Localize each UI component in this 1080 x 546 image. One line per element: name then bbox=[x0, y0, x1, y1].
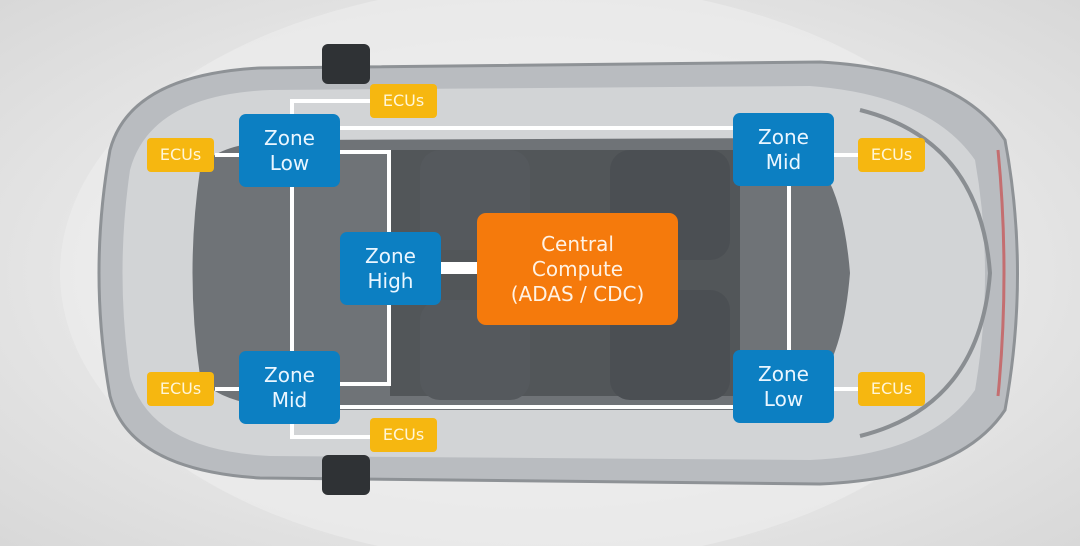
ecu-label: ECUs bbox=[159, 145, 202, 164]
zone-mid-front-right: Zone Mid bbox=[239, 351, 340, 424]
zone-high: Zone High bbox=[340, 232, 441, 305]
zone-level: Mid bbox=[271, 387, 308, 412]
central-subtitle: (ADAS / CDC) bbox=[510, 281, 645, 306]
ecu-top: ECUs bbox=[370, 84, 437, 118]
zone-label: Zone bbox=[365, 243, 416, 268]
ecu-right-bottom: ECUs bbox=[858, 372, 925, 406]
zone-low-rear-right: Zone Low bbox=[733, 350, 834, 423]
zone-level: Mid bbox=[765, 149, 802, 174]
zone-mid-rear-left: Zone Mid bbox=[733, 113, 834, 186]
zone-label: Zone bbox=[264, 125, 315, 150]
ecu-label: ECUs bbox=[870, 145, 913, 164]
ecu-label: ECUs bbox=[159, 379, 202, 398]
ecu-label: ECUs bbox=[870, 379, 913, 398]
zone-low-front-left: Zone Low bbox=[239, 114, 340, 187]
ecu-left-top: ECUs bbox=[147, 138, 214, 172]
central-label: Compute bbox=[531, 256, 624, 281]
zone-label: Zone bbox=[758, 361, 809, 386]
zone-level: High bbox=[367, 268, 414, 293]
zone-level: Low bbox=[763, 386, 804, 411]
zone-high-to-central-link bbox=[441, 262, 477, 274]
ecu-right-top: ECUs bbox=[858, 138, 925, 172]
ecu-label: ECUs bbox=[382, 91, 425, 110]
ecu-left-bottom: ECUs bbox=[147, 372, 214, 406]
zone-label: Zone bbox=[264, 362, 315, 387]
central-compute: Central Compute (ADAS / CDC) bbox=[477, 213, 678, 325]
ecu-label: ECUs bbox=[382, 425, 425, 444]
zone-label: Zone bbox=[758, 124, 809, 149]
ecu-bottom: ECUs bbox=[370, 418, 437, 452]
central-label: Central bbox=[541, 231, 614, 256]
zone-level: Low bbox=[269, 150, 310, 175]
